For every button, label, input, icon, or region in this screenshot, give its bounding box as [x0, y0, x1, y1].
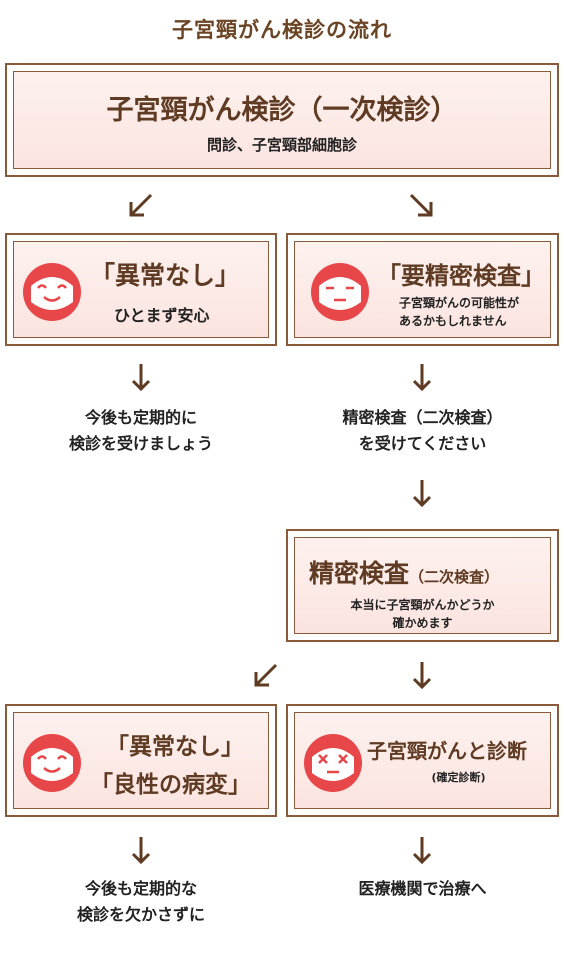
secondary-exam-subtext-line1: 本当に子宮頸がんかどうか	[350, 598, 495, 612]
secondary-exam-box: 精密検査（二次検査） 本当に子宮頸がんかどうか 確かめます	[286, 529, 559, 642]
detailed-exam-advice-line1: 精密検査（二次検査）	[342, 408, 503, 427]
neutral-face-icon	[311, 263, 369, 321]
result-cancer-box: 子宮頸がんと診断 (確定診断)	[286, 704, 559, 817]
result-cancer-heading: 子宮頸がんと診断	[367, 739, 527, 763]
result-benign-box: 「異常なし」 「良性の病変」	[5, 704, 277, 817]
detailed-exam-advice-line2: を受けてください	[358, 434, 487, 453]
result-normal-box: 「異常なし」 ひとまず安心	[5, 233, 277, 346]
result-detailed-exam-subtext-line2: あるかもしれません	[399, 314, 507, 328]
result-detailed-exam-box: 「要精密検査」 子宮頸がんの可能性が あるかもしれません	[286, 233, 559, 346]
benign-advice-line1: 今後も定期的な	[84, 879, 197, 898]
arrow-down-icon	[412, 662, 432, 690]
page-title: 子宮頸がん検診の流れ	[172, 17, 392, 42]
result-benign-heading1: 「異常なし」	[106, 734, 244, 760]
normal-advice-line2: 検診を受けましょう	[68, 434, 213, 453]
benign-advice-line2: 検診を欠かさずに	[76, 905, 205, 924]
arrow-down-icon	[131, 837, 151, 865]
smiling-face-icon	[23, 263, 81, 321]
arrow-down-icon	[412, 364, 432, 392]
result-detailed-exam-subtext-line1: 子宮頸がんの可能性が	[399, 296, 520, 310]
arrow-down-left-icon	[129, 193, 153, 217]
arrow-down-icon	[412, 837, 432, 865]
arrow-down-icon	[412, 480, 432, 508]
primary-screening-box: 子宮頸がん検診（一次検診） 問診、子宮頸部細胞診	[5, 63, 559, 177]
normal-advice-line1: 今後も定期的に	[84, 408, 197, 427]
primary-screening-subtext: 問診、子宮頸部細胞診	[206, 136, 357, 154]
result-detailed-exam-heading: 「要精密検査」	[377, 262, 545, 290]
arrow-down-right-icon	[409, 193, 433, 217]
arrow-down-icon	[131, 364, 151, 392]
smiling-face-icon	[23, 734, 81, 792]
result-cancer-subtext: (確定診断)	[431, 771, 486, 784]
cancer-advice: 医療機関で治療へ	[358, 879, 487, 898]
result-normal-heading: 「異常なし」	[90, 261, 241, 290]
secondary-exam-heading: 精密検査	[309, 559, 410, 588]
result-benign-heading2: 「良性の病変」	[90, 772, 251, 798]
result-normal-subtext: ひとまず安心	[114, 306, 210, 325]
secondary-exam-subtext-line2: 確かめます	[392, 616, 453, 630]
arrow-down-left-icon	[254, 663, 278, 687]
secondary-exam-heading-small: （二次検査）	[409, 568, 500, 586]
primary-screening-heading: 子宮頸がん検診（一次検診）	[106, 95, 458, 126]
x-eyes-face-icon	[304, 734, 362, 792]
